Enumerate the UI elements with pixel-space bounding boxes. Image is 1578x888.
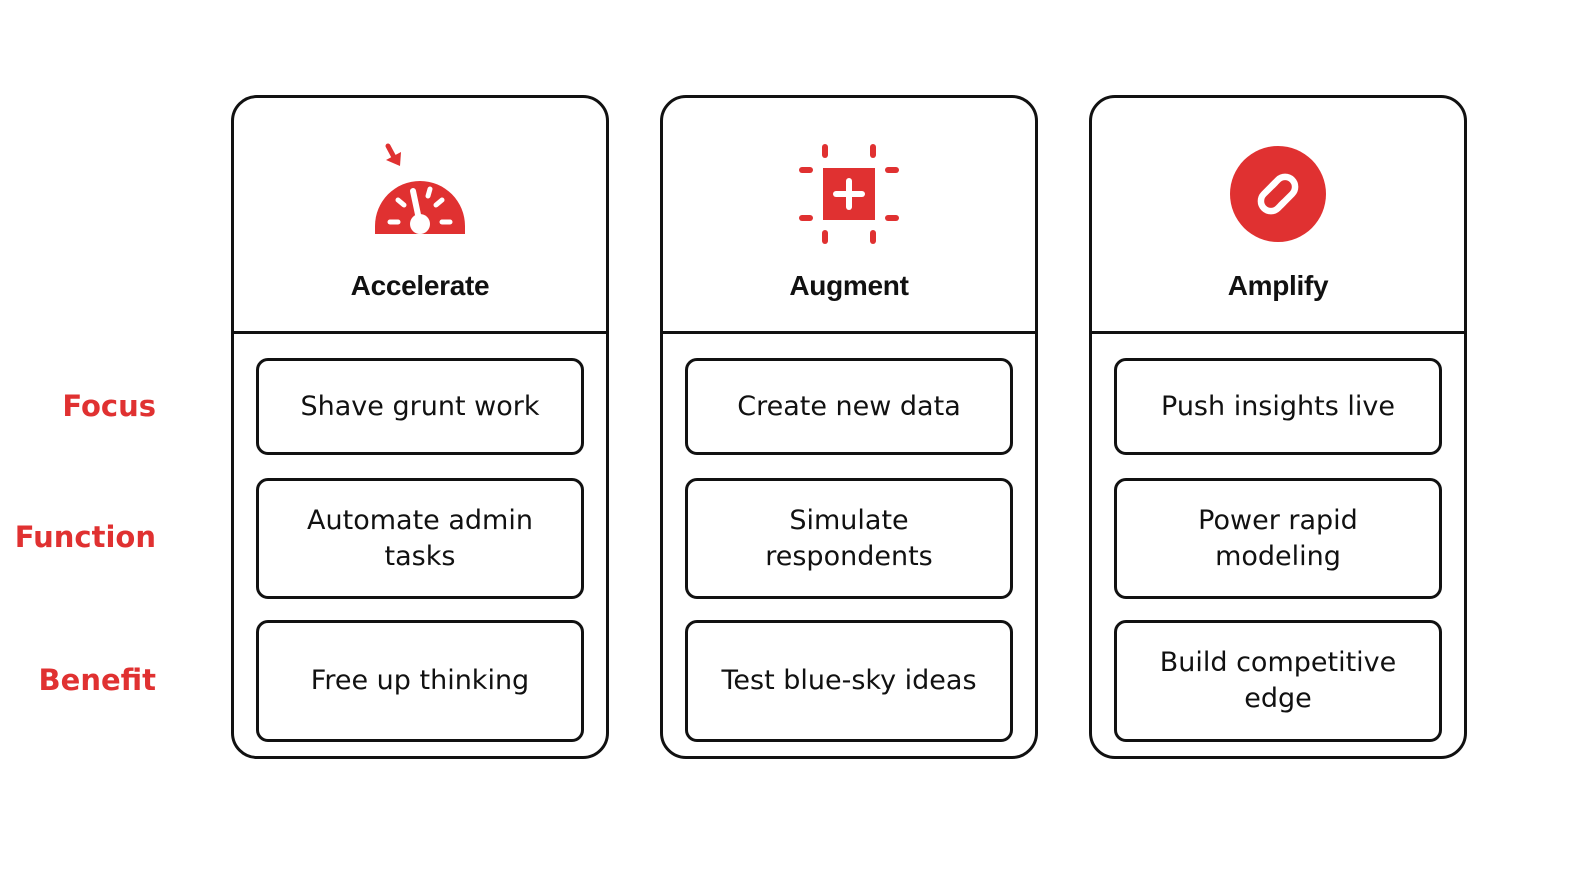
cell-text: Push insights live: [1161, 390, 1395, 422]
row-label-benefit: Benefit: [38, 663, 156, 697]
column-amplify: Amplify Push insights live Power rapid m…: [1089, 95, 1467, 759]
cell-focus: Push insights live: [1114, 358, 1442, 455]
cell-text: Create new data: [737, 390, 961, 422]
cell-text: Build competitive edge: [1159, 647, 1397, 714]
cell-benefit: Build competitive edge: [1114, 620, 1442, 742]
column-header: Augment: [663, 98, 1035, 334]
column-header: Accelerate: [234, 98, 606, 334]
cell-function: Simulate respondents: [685, 478, 1013, 599]
column-title: Amplify: [1227, 270, 1329, 301]
cell-benefit: Free up thinking: [256, 620, 584, 742]
link-circle-icon: [1226, 142, 1330, 246]
cell-function: Automate admin tasks: [256, 478, 584, 599]
cell-text: Test blue-sky ideas: [721, 665, 977, 696]
cell-text: Shave grunt work: [300, 390, 540, 422]
row-label-focus: Focus: [62, 389, 156, 423]
cell-function: Power rapid modeling: [1114, 478, 1442, 599]
cell-text: Free up thinking: [310, 665, 530, 696]
column-accelerate: Accelerate Shave grunt work Automate adm…: [231, 95, 609, 759]
cell-benefit: Test blue-sky ideas: [685, 620, 1013, 742]
column-title: Augment: [789, 270, 909, 301]
column-title: Accelerate: [350, 270, 490, 301]
row-label-function: Function: [14, 520, 156, 554]
chip-plus-icon: [797, 142, 901, 246]
cell-focus: Create new data: [685, 358, 1013, 455]
cell-focus: Shave grunt work: [256, 358, 584, 455]
cell-text: Power rapid modeling: [1198, 504, 1358, 572]
speedometer-icon: [368, 142, 472, 246]
cell-text: Automate admin tasks: [307, 504, 533, 572]
cell-text: Simulate respondents: [765, 504, 933, 572]
column-augment: Augment Create new data Simulate respond…: [660, 95, 1038, 759]
column-header: Amplify: [1092, 98, 1464, 334]
